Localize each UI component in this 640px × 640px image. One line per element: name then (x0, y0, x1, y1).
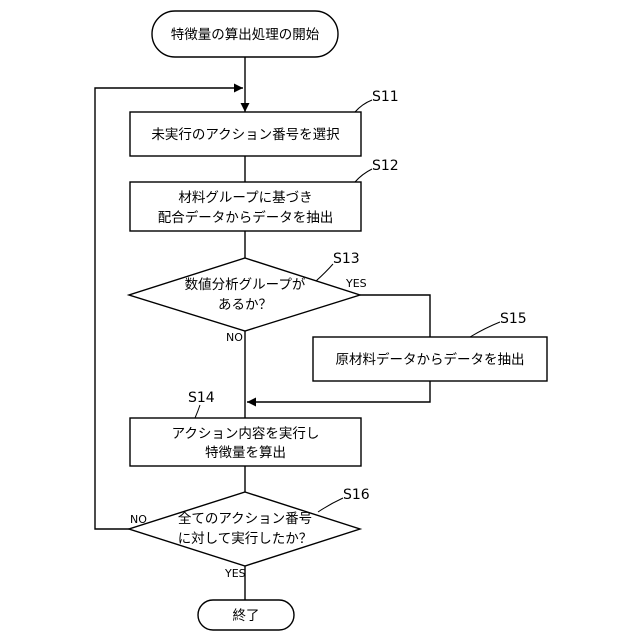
s16-yes-label: YES (224, 567, 246, 580)
s14-leader-line (195, 405, 200, 418)
s14-text-line1: アクション内容を実行し (172, 425, 320, 442)
s14-step-label: S14 (188, 390, 215, 406)
s16-step-label: S16 (343, 487, 370, 503)
s15-text-line1: 原材料データからデータを抽出 (336, 351, 525, 368)
s15-step-label: S15 (500, 311, 527, 327)
s11-leader-line (355, 100, 372, 112)
s11-step-label: S11 (372, 89, 399, 105)
s12-text-line2: 配合データからデータを抽出 (158, 209, 334, 226)
connector-s13-yes-s15 (360, 295, 430, 337)
s12-text-line1: 材料グループに基づき (178, 189, 312, 206)
s16-text-line2: に対して実行したか？ (178, 531, 313, 547)
s16-leader-line (318, 498, 343, 512)
s16-text-line1: 全てのアクション番号 (178, 510, 312, 527)
decision-s13 (129, 258, 360, 331)
s12-step-label: S12 (372, 158, 399, 174)
s13-text-line2: あるか？ (218, 297, 272, 313)
s15-leader-line (470, 322, 500, 337)
s13-leader-line (316, 264, 333, 281)
s13-text-line1: 数値分析グループが (185, 277, 306, 293)
end-text: 終了 (233, 608, 260, 624)
start-text: 特徴量の算出処理の開始 (171, 27, 320, 43)
decision-s16 (129, 492, 360, 566)
s13-no-label: NO (226, 331, 243, 344)
s12-leader-line (355, 169, 372, 182)
s13-yes-label: YES (345, 277, 367, 290)
s16-no-label: NO (130, 513, 147, 526)
connector-s15-merge (247, 381, 430, 402)
s13-step-label: S13 (333, 251, 360, 267)
s11-text-line1: 未実行のアクション番号を選択 (151, 127, 340, 143)
s14-text-line2: 特徴量を算出 (205, 445, 286, 461)
